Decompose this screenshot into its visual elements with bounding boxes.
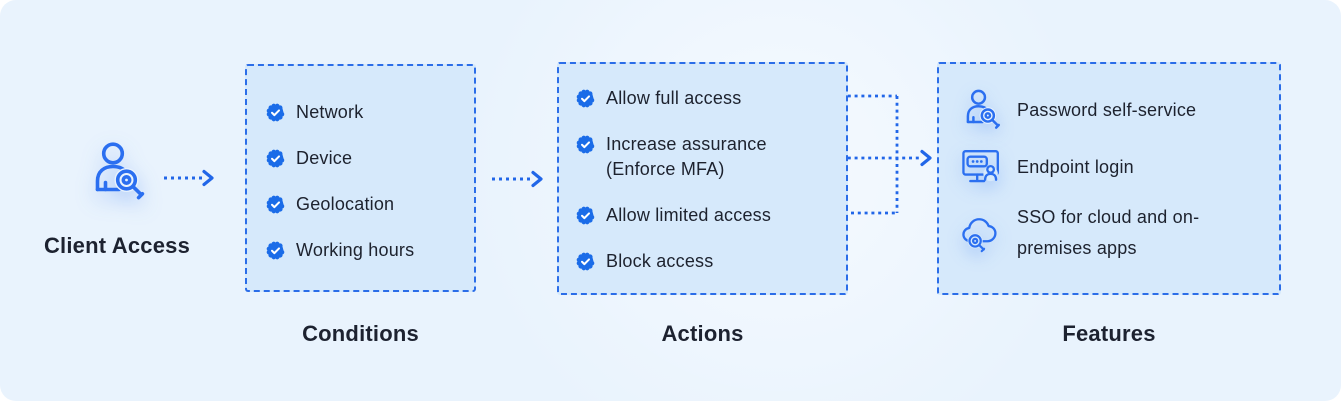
feature-item-label: Endpoint login (1017, 156, 1134, 177)
feature-item: Password self-service (960, 88, 1279, 132)
arrowhead-icon (202, 169, 214, 187)
condition-item-label: Network (296, 101, 364, 122)
feature-item: Endpoint login (960, 145, 1279, 189)
endpoint-login-icon (960, 145, 1004, 189)
action-item-label: Increase assurance (Enforce MFA) (606, 134, 767, 179)
check-badge-icon (575, 251, 596, 272)
check-badge-icon (265, 194, 286, 215)
check-badge-icon (575, 88, 596, 109)
feature-item-label: Password self-service (1017, 99, 1197, 120)
condition-item: Device (265, 135, 474, 181)
actions-box: Allow full access Increase assurance (En… (557, 62, 848, 295)
client-access-label: Client Access (43, 233, 191, 258)
condition-item-label: Geolocation (296, 193, 395, 214)
check-badge-icon (265, 148, 286, 169)
action-item-label: Allow limited access (606, 205, 772, 225)
conditions-column-label: Conditions (302, 321, 419, 346)
condition-item: Geolocation (265, 181, 474, 227)
check-badge-icon (575, 134, 596, 155)
feature-item-label: SSO for cloud and on-premises apps (1017, 207, 1200, 258)
arrowhead-icon (531, 170, 543, 188)
check-badge-icon (575, 205, 596, 226)
actions-column-label: Actions (661, 321, 744, 346)
features-column-label: Features (1062, 321, 1156, 346)
action-item: Increase assurance (Enforce MFA) (575, 132, 846, 182)
conditions-box: Network Device Geolocation Working hours (245, 64, 476, 292)
action-item: Allow limited access (575, 203, 846, 228)
check-badge-icon (265, 240, 286, 261)
condition-item-label: Device (296, 147, 353, 168)
condition-item-label: Working hours (296, 239, 415, 260)
cloud-sso-icon (960, 211, 1004, 255)
arrowhead-icon (920, 149, 932, 167)
check-badge-icon (265, 102, 286, 123)
condition-item: Working hours (265, 227, 474, 273)
action-item-label: Block access (606, 251, 714, 271)
action-item: Block access (575, 249, 846, 274)
user-search-icon (86, 137, 150, 207)
condition-item: Network (265, 89, 474, 135)
action-item-label: Allow full access (606, 88, 742, 108)
user-search-icon (960, 88, 1004, 132)
features-box: Password self-service Endpoint login SSO… (937, 62, 1281, 295)
feature-item: SSO for cloud and on-premises apps (960, 202, 1279, 264)
action-item: Allow full access (575, 86, 846, 111)
